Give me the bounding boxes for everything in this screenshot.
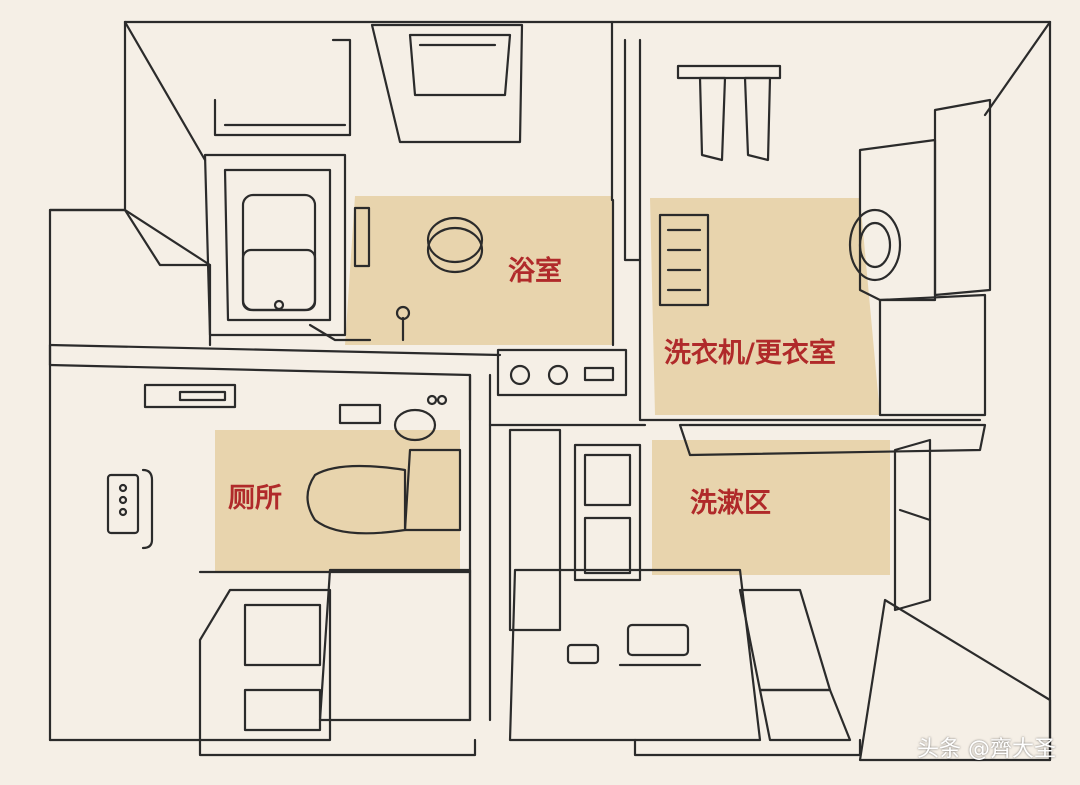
left-cabinet	[48, 208, 212, 367]
washbasin-mirror	[678, 423, 987, 612]
toilet-fixtures	[143, 383, 448, 442]
bathroom-control-panel	[353, 206, 371, 268]
laundry-label: 洗衣机/更衣室	[664, 338, 836, 369]
bathroom-window	[370, 23, 524, 144]
wall-control-panel	[496, 348, 628, 397]
toilet-door	[106, 468, 154, 550]
bathtub	[203, 153, 347, 337]
washing-machine	[848, 98, 992, 417]
faucet	[308, 305, 411, 342]
washbasin-label: 洗漱区	[690, 488, 771, 519]
bathroom-label: 浴室	[508, 256, 562, 287]
watermark: 头条 @齊大圣	[917, 737, 1056, 762]
bathroom-floor	[345, 196, 613, 345]
slippers	[566, 623, 702, 667]
washbasin-cabinet	[508, 428, 642, 632]
toilet	[198, 448, 472, 574]
floor-mats	[198, 568, 1052, 762]
room-floor-highlights	[215, 196, 890, 575]
towel-rack	[676, 64, 782, 162]
washbasin-floor	[652, 440, 890, 575]
shower-rails	[213, 38, 352, 137]
notice-paper	[658, 213, 710, 307]
bathroom-stool	[426, 216, 484, 274]
outer-walls	[48, 20, 1052, 762]
toilet-floor	[215, 430, 460, 572]
bathroom-door	[610, 20, 642, 347]
toilet-label: 厕所	[228, 483, 282, 514]
